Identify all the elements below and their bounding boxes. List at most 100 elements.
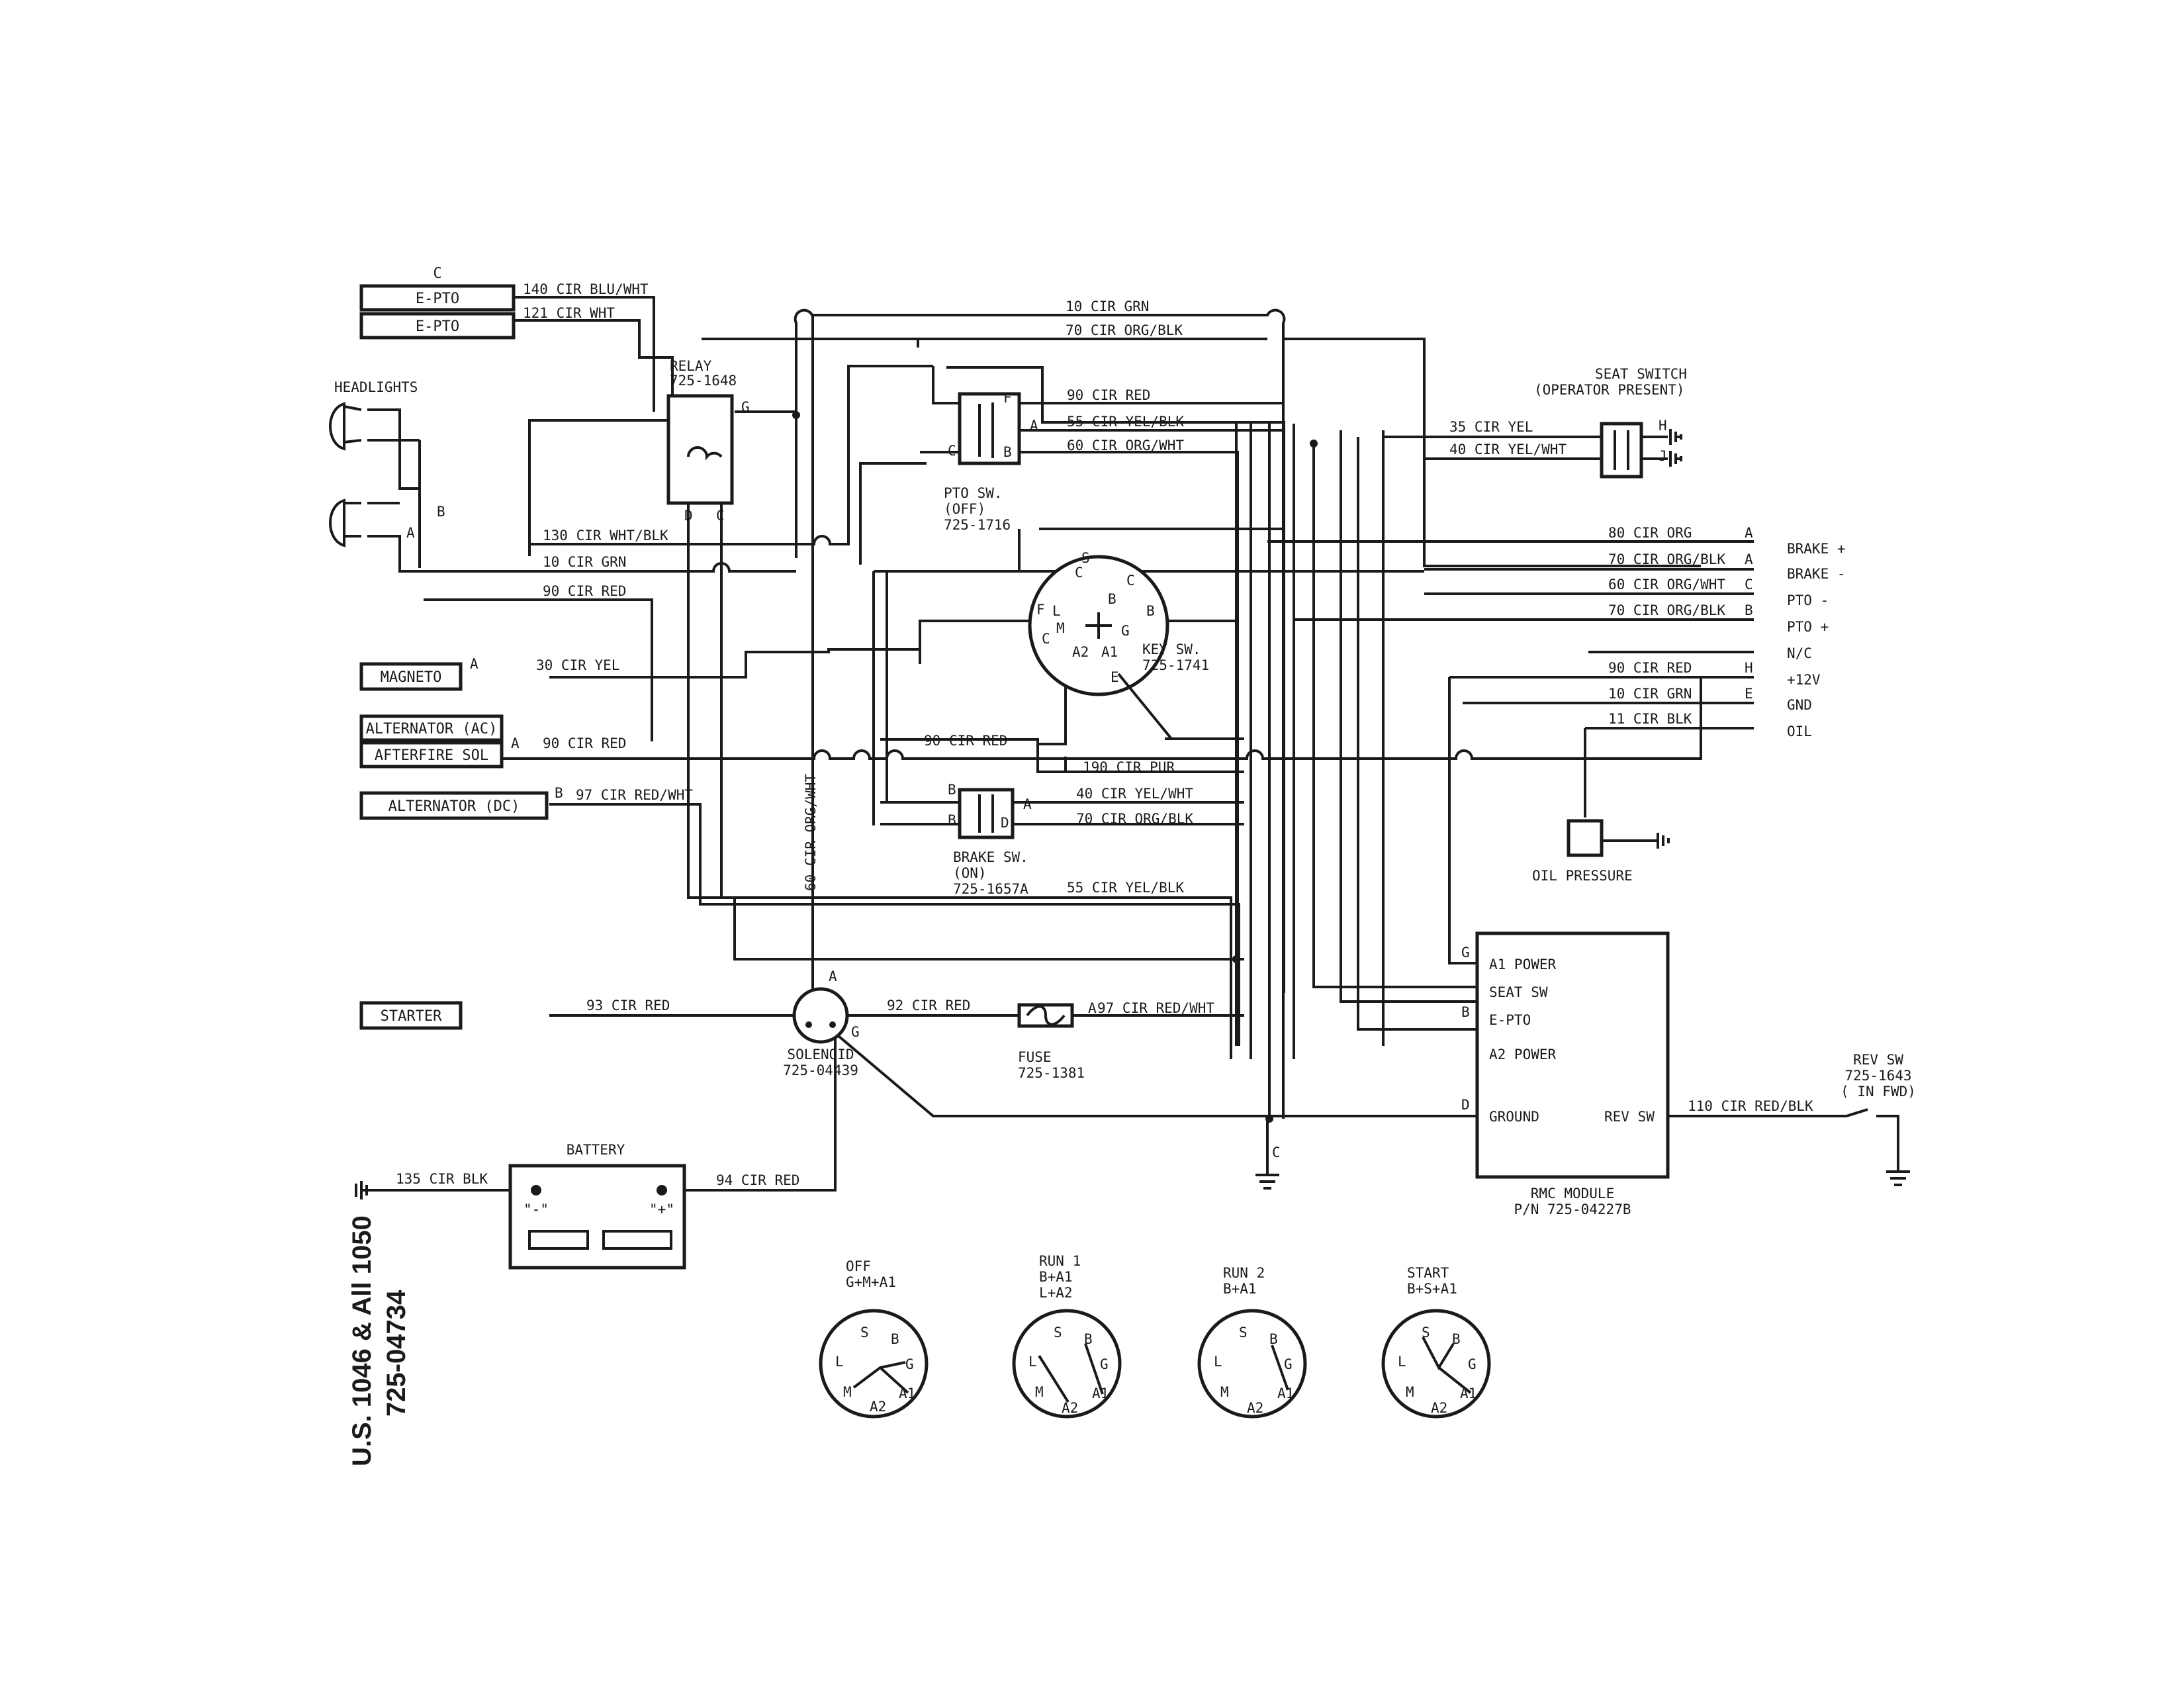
solenoid-a-label: A [829,968,837,984]
dial-terminal: G [1100,1356,1109,1372]
wire-label: 70 CIR ORG/BLK [1076,811,1193,827]
alternator-ac: ALTERNATOR (AC) AFTERFIRE SOL A [359,714,520,769]
wire-label: 90 CIR RED [1067,387,1150,403]
key-position-dials: OFF G+M+A1 S B G L M A2 A1 RUN 1 B+A1 L+… [819,1253,1491,1419]
connector-row-func: N/C [1787,645,1812,661]
pto-switch-contacts-icon [978,402,994,458]
magneto: MAGNETO A [359,656,478,691]
wire-label: 70 CIR ORG/BLK [1066,322,1183,338]
solenoid: A G SOLENOID 725-04439 [783,968,860,1078]
wire-30 [549,648,920,679]
battery-pos-label: "+" [649,1201,674,1217]
wire-label: 93 CIR RED [586,998,670,1013]
wire-label: 140 CIR BLU/WHT [523,281,649,297]
wire-key-e [1038,664,1244,745]
epto-label-1: E-PTO [416,291,459,307]
epto-label-2: E-PTO [416,318,459,335]
ground-icon [355,1181,368,1199]
connector-row-func: PTO - [1787,592,1829,608]
epto-connector: C E-PTO E-PTO [359,265,516,340]
oil-pressure-label: OIL PRESSURE [1532,868,1633,884]
dial-terminal: S [1239,1325,1248,1340]
rev-switch: REV SW 725-1643 ( IN FWD) [1841,1052,1916,1186]
connector-row-func: OIL [1787,724,1812,739]
rmc-epto-label: E-PTO [1489,1012,1531,1028]
wire-label: 40 CIR YEL/WHT [1076,786,1193,802]
junction-dots [792,411,1318,1123]
battery: BATTERY "-" "+" [355,1142,686,1270]
wire-label: 90 CIR RED [924,733,1007,749]
wire-label: 94 CIR RED [716,1172,799,1188]
dial-terminal: M [1035,1384,1044,1400]
wire-label: 35 CIR YEL [1449,419,1533,435]
dial-terminal: M [843,1384,852,1400]
dial-terminal: L [1214,1354,1222,1370]
wire-label: 40 CIR YEL/WHT [1449,442,1567,457]
brake-sw-pn: 725-1657A [953,881,1028,897]
pto-switch: F A C B PTO SW. (OFF) 725-1716 [944,390,1038,533]
dial-contact-icon [1038,1343,1104,1403]
dial-terminal: A1 [1277,1385,1294,1401]
wire-seat [1383,436,1602,460]
wire-connector-down [1448,677,1476,964]
ground-icon [1255,1174,1279,1190]
key-dial-run1: RUN 1 B+A1 L+A2 S B G L M A2 A1 [1012,1253,1122,1419]
magneto-a-label: A [470,656,478,672]
dial-terminal: M [1220,1384,1229,1400]
starter-label: STARTER [381,1008,442,1025]
dial-terminal: B [1269,1331,1278,1347]
wire-headlights [367,408,690,898]
hl-a-label: A [406,525,415,541]
connector-row-wire: 70 CIR ORG/BLK [1608,602,1725,618]
wire-pto [920,366,1285,993]
solenoid-g-label: G [851,1024,860,1040]
wire-connector [1267,540,1754,729]
chassis-ground: C [1255,1145,1281,1190]
dial-terminal: A2 [1247,1400,1263,1416]
wire-130-up [528,419,688,556]
wire-110 [1668,1108,1899,1172]
pto-a-label: A [1030,418,1038,434]
rmc-d-pin: D [1461,1097,1470,1113]
connector-row-wire: 70 CIR ORG/BLK [1608,551,1725,567]
key-switch: S B C C F L M C A2 A1 B G E KEY SW. 725-… [1028,550,1209,740]
wire-label: 97 CIR RED/WHT [1097,1000,1214,1016]
dial-name: OFF [846,1258,871,1274]
dial-terminal: L [1398,1354,1406,1370]
key-terminal-s: S [1081,550,1090,566]
seat-h-label: H [1659,418,1667,434]
seat-switch-sub: (OPERATOR PRESENT) [1534,382,1685,398]
connector-row-func: BRAKE + [1787,541,1846,557]
wire-label: 97 CIR RED/WHT [576,787,693,803]
key-dial-run2: RUN 2 B+A1 S B G L M A2 A1 [1197,1265,1307,1419]
wire-90-hl [424,598,653,741]
afterfire-label: AFTERFIRE SOL [375,747,488,764]
rmc-b-pin: B [1461,1004,1470,1020]
alt-ac-a-label: A [511,735,520,751]
ground-icon [1657,833,1670,849]
wire-brake [880,801,1244,825]
wire-10-top [794,308,1286,1119]
key-terminal-c-left: C [1042,631,1050,647]
dial-terminal: S [860,1325,869,1340]
connector-row-wire: 11 CIR BLK [1608,711,1692,727]
wire-relay-d [687,503,736,927]
rev-sw-pn: 725-1643 [1844,1068,1911,1084]
dial-terminal: B [1452,1331,1461,1347]
wire-low-tap [733,927,1244,961]
wire-label: 135 CIR BLK [396,1171,488,1187]
battery-label: BATTERY [567,1142,625,1158]
wire-label: 55 CIR YEL/BLK [1067,414,1184,430]
headlights: HEADLIGHTS B A [329,379,445,547]
brake-switch-contacts-icon [978,794,994,833]
key-terminal-a2: A2 [1072,644,1089,660]
key-sw-label: KEY SW. [1142,641,1201,657]
key-terminal-c-right: C [1126,573,1135,588]
dial-terminal: A2 [1062,1400,1078,1416]
battery-neg-label: "-" [523,1201,549,1217]
relay-pn: 725-1648 [670,373,737,389]
rmc-seat-label: SEAT SW [1489,984,1548,1000]
fuse-icon [1026,1005,1066,1026]
ground-c-label: C [1272,1145,1281,1160]
wire-60-pto [1019,451,1239,1046]
